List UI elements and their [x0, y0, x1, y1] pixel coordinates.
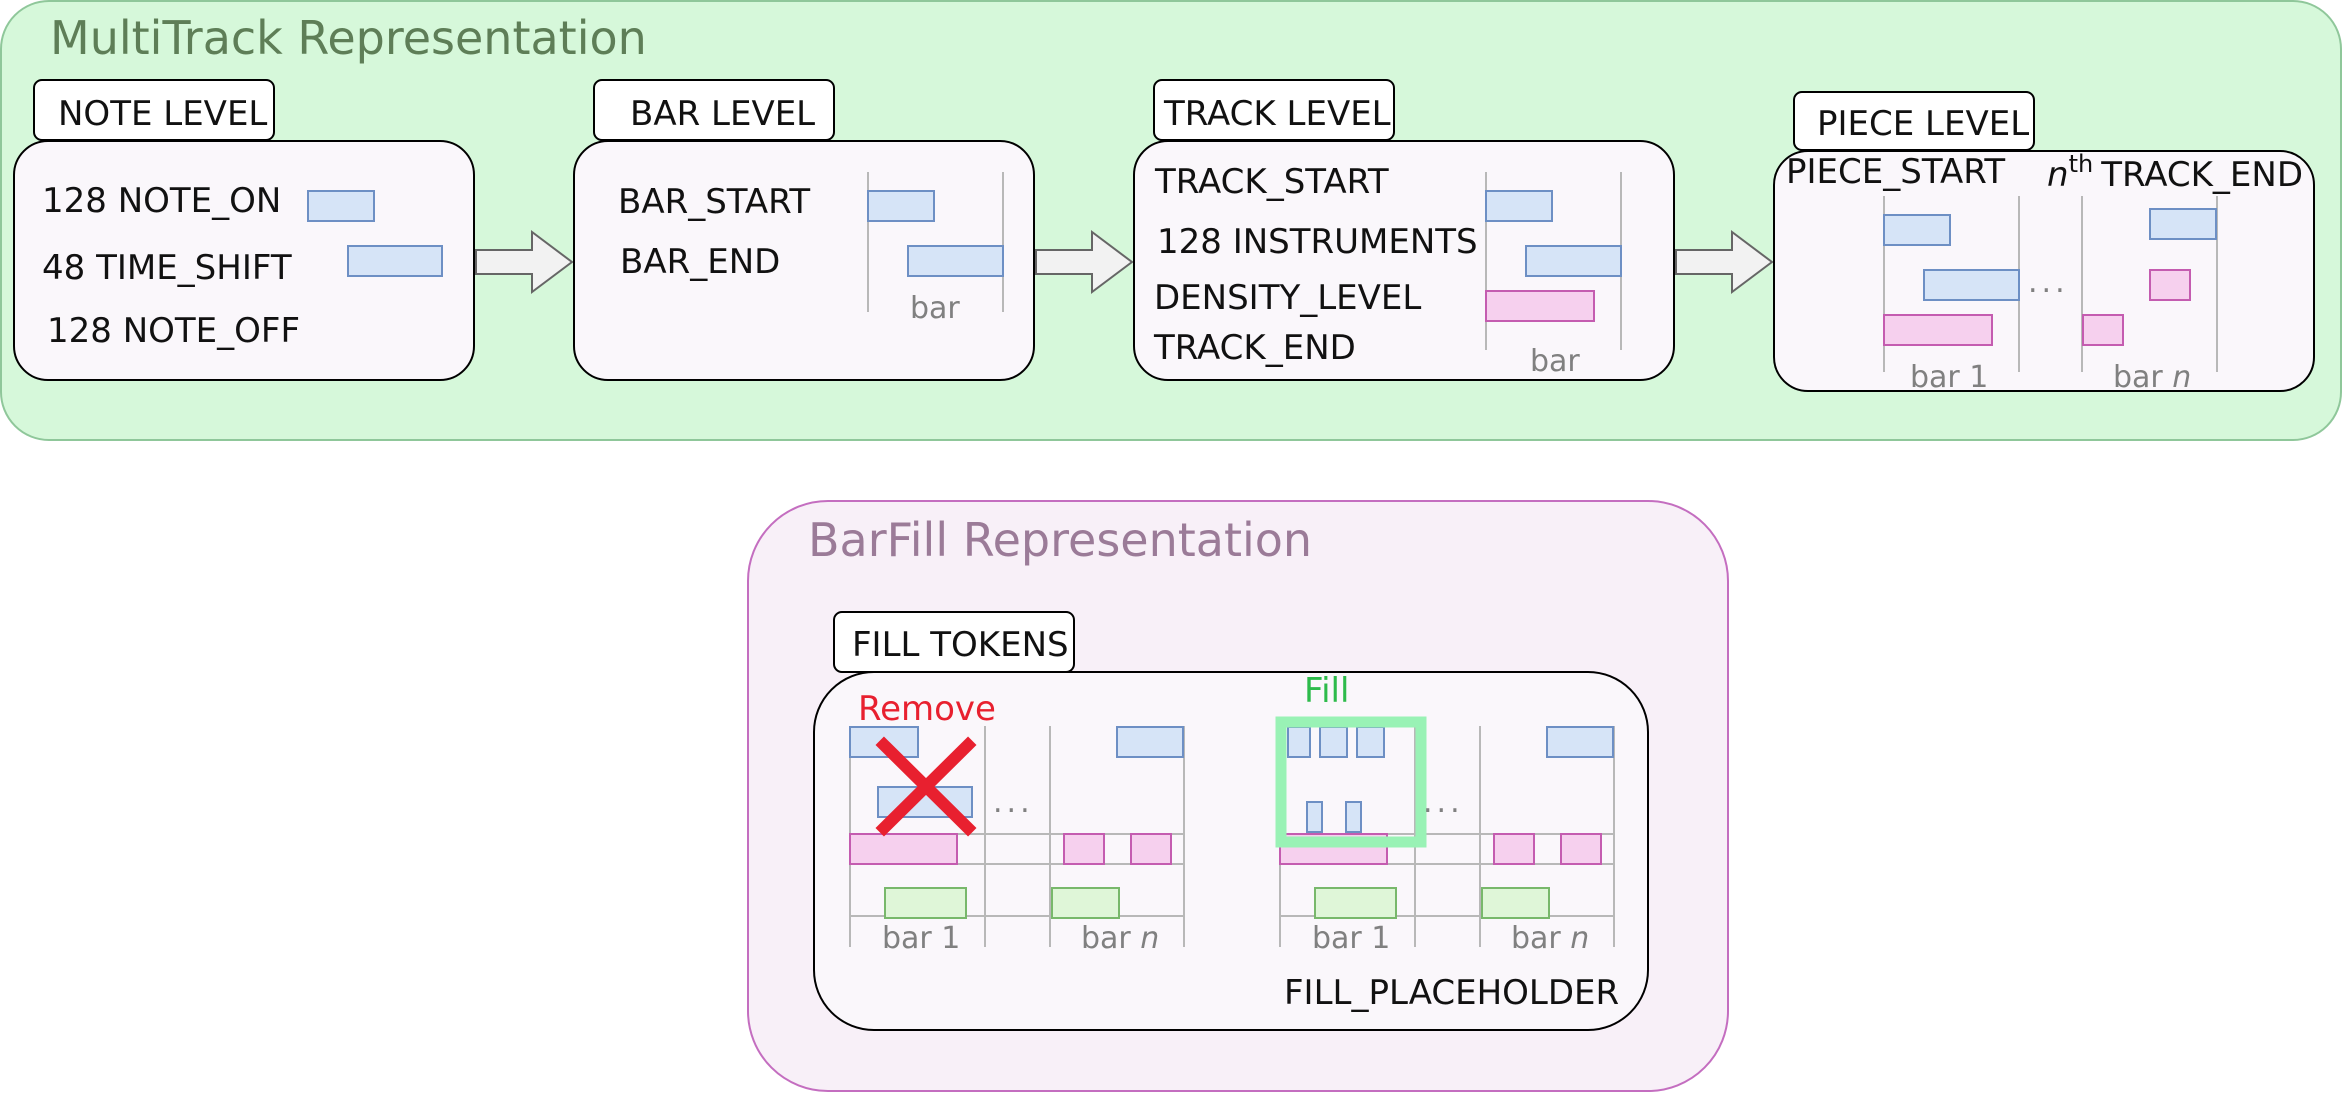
note-rect	[1525, 245, 1622, 277]
token-128-instruments: 128 INSTRUMENTS	[1157, 222, 1478, 262]
barfill-section: BarFill Representation FILL TOKENS ... b…	[747, 500, 1729, 1092]
token-bar-end: BAR_END	[620, 242, 780, 282]
filled-note	[1306, 801, 1323, 833]
ellipsis: ...	[1423, 785, 1464, 820]
multitrack-title: MultiTrack Representation	[50, 11, 647, 65]
note-rect	[2149, 269, 2191, 301]
bar-n-italic: n	[2172, 360, 2191, 395]
nth-n: n	[2047, 155, 2069, 195]
bar-n-label: bar n	[2113, 360, 2191, 395]
nth-superscript: th	[2069, 150, 2094, 178]
note-rect	[884, 887, 967, 919]
remove-x-icon	[875, 736, 977, 837]
bar-level-block: BAR LEVEL BAR_START BAR_END bar	[573, 79, 1035, 381]
bar-label: bar	[910, 291, 960, 326]
fill-tokens-header: FILL TOKENS	[852, 625, 1069, 665]
note-rect	[1493, 833, 1535, 865]
fill-grid: ... bar 1 bar n Fill	[1275, 671, 1615, 956]
fill-label: Fill	[1304, 671, 1349, 711]
barfill-title: BarFill Representation	[808, 513, 1312, 567]
note-rect	[1314, 887, 1397, 919]
note-rect	[1116, 726, 1184, 758]
note-rect	[1883, 214, 1951, 246]
filled-note	[1287, 726, 1311, 758]
filled-note	[1345, 801, 1362, 833]
note-rect	[1560, 833, 1602, 865]
fill-tokens-tag	[833, 611, 1075, 673]
bar-n-italic: n	[1570, 921, 1589, 956]
token-track-start: TRACK_START	[1154, 162, 1389, 202]
arrow-track-to-piece	[1675, 230, 1774, 294]
note-level-tag	[33, 79, 275, 141]
bar-n-prefix: bar	[1511, 921, 1570, 956]
bar-level-tag	[593, 79, 835, 141]
token-piece-start: PIECE_START	[1786, 152, 2005, 192]
ellipsis: ...	[2028, 265, 2069, 300]
token-track-end: TRACK_END	[1153, 328, 1356, 368]
note-rect	[1485, 190, 1553, 222]
bar-n-label: bar n	[1511, 921, 1589, 956]
bar-n-label: bar n	[1081, 921, 1159, 956]
note-rect	[1923, 269, 2020, 301]
bar-n-prefix: bar	[2113, 360, 2172, 395]
token-bar-start: BAR_START	[618, 182, 810, 222]
note-rect	[347, 245, 443, 277]
bar-n-italic: n	[1140, 921, 1159, 956]
fill-highlight-box	[1275, 716, 1427, 848]
piece-level-tag	[1793, 91, 2035, 151]
piece-level-header: PIECE LEVEL	[1817, 104, 2029, 144]
arrow-bar-to-track	[1035, 230, 1134, 294]
note-rect	[907, 245, 1004, 277]
track-level-block: TRACK LEVEL TRACK_START 128 INSTRUMENTS …	[1133, 79, 1675, 381]
bar-label: bar	[1530, 344, 1580, 379]
track-level-header: TRACK LEVEL	[1163, 94, 1391, 134]
note-rect	[849, 726, 919, 758]
token-note-on: 128 NOTE_ON	[42, 181, 281, 221]
bar-level-header: BAR LEVEL	[630, 94, 815, 134]
bar-1-label: bar 1	[882, 921, 960, 956]
note-rect	[1130, 833, 1172, 865]
track-level-tag	[1153, 79, 1395, 141]
filled-note	[1356, 726, 1385, 758]
ellipsis: ...	[993, 785, 1034, 820]
bar-1-label: bar 1	[1312, 921, 1390, 956]
multitrack-section: MultiTrack Representation NOTE LEVEL 128…	[0, 0, 2342, 441]
token-density-level: DENSITY_LEVEL	[1154, 278, 1421, 318]
note-rect	[867, 190, 935, 222]
note-rect	[1485, 290, 1595, 322]
note-rect	[1051, 887, 1120, 919]
note-rect	[849, 833, 958, 865]
fill-tokens-panel	[813, 671, 1649, 1031]
token-note-off: 128 NOTE_OFF	[47, 311, 300, 351]
arrow-note-to-bar	[475, 230, 574, 294]
token-piece-track-end: TRACK_END	[2100, 155, 2303, 195]
token-time-shift: 48 TIME_SHIFT	[42, 248, 292, 288]
token-fill-placeholder: FILL_PLACEHOLDER	[1284, 973, 1619, 1013]
note-rect	[307, 190, 375, 222]
note-rect	[1481, 887, 1550, 919]
note-rect	[1546, 726, 1614, 758]
note-rect	[2149, 208, 2217, 240]
bar-n-prefix: bar	[1081, 921, 1140, 956]
note-rect	[1063, 833, 1105, 865]
note-level-header: NOTE LEVEL	[58, 94, 267, 134]
note-rect	[2082, 314, 2124, 346]
note-rect	[1883, 314, 1993, 346]
remove-label: Remove	[858, 689, 996, 729]
bar-1-label: bar 1	[1910, 360, 1988, 395]
note-level-block: NOTE LEVEL 128 NOTE_ON 48 TIME_SHIFT 128…	[13, 79, 475, 381]
filled-note	[1319, 726, 1348, 758]
remove-grid: ... bar 1 bar n Remove	[849, 689, 1185, 956]
